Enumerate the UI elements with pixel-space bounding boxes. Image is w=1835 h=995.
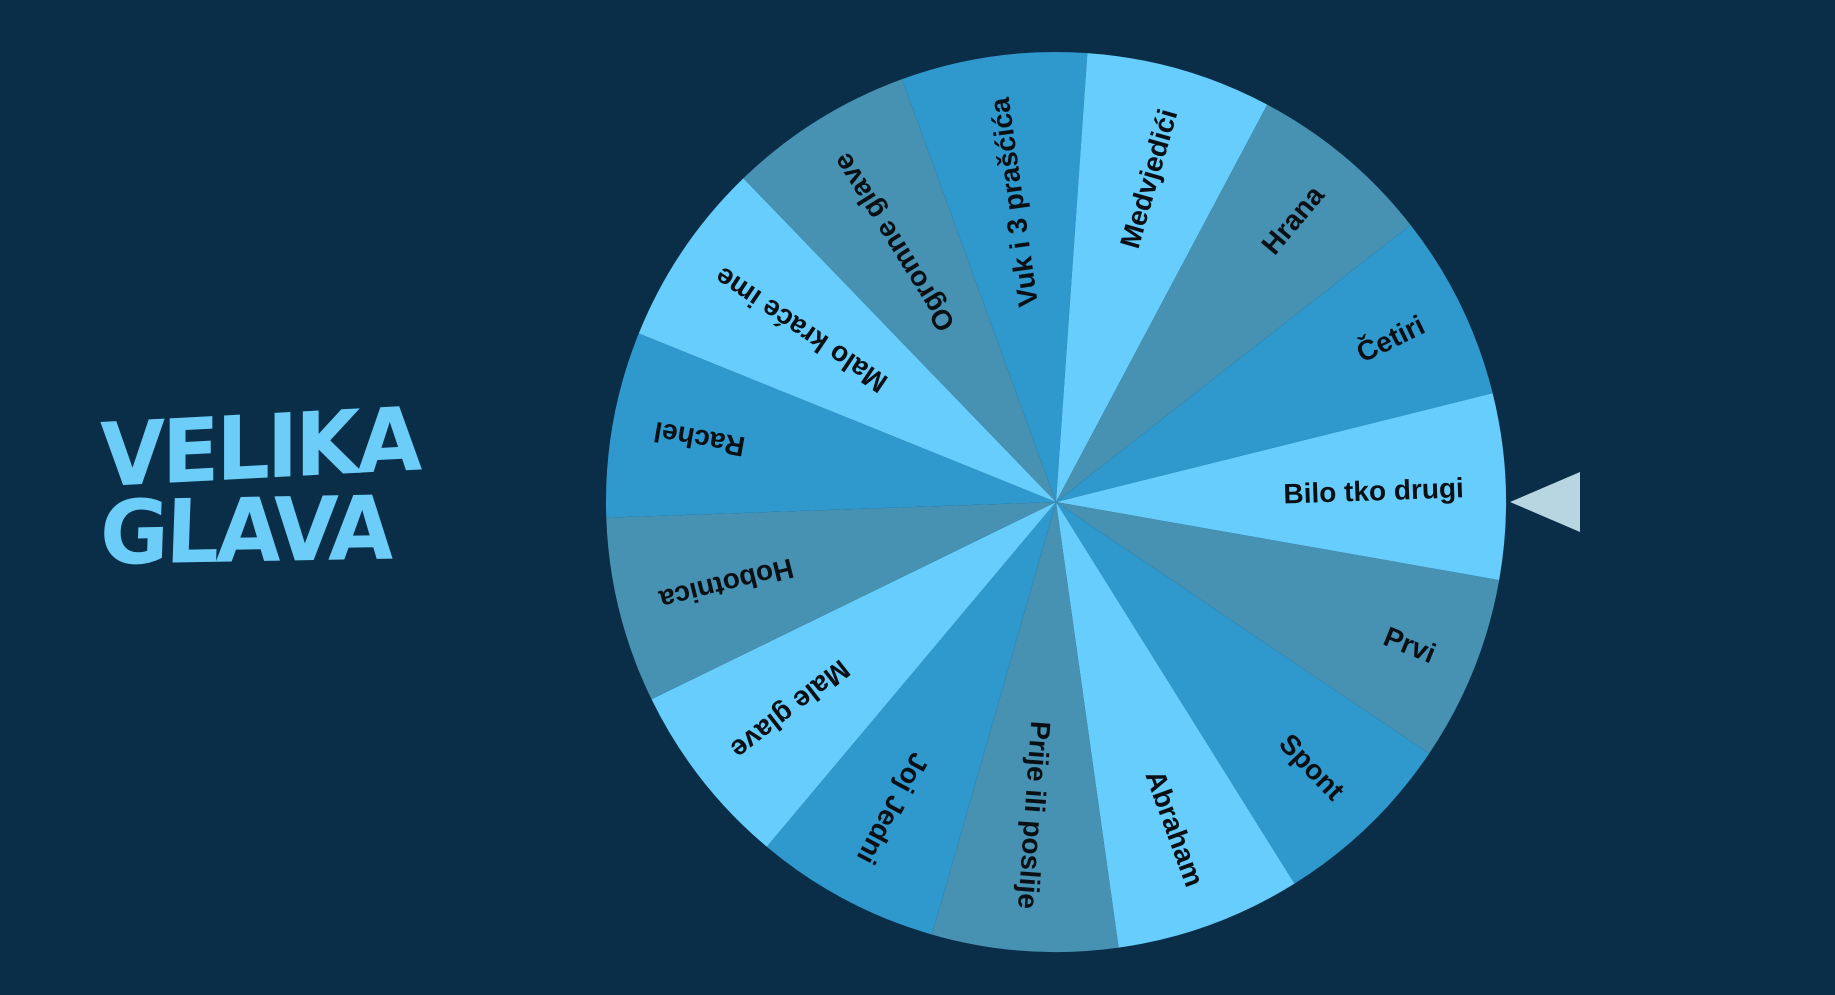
wheel-segment[interactable]	[931, 502, 1119, 953]
wheel-segment[interactable]	[766, 502, 1056, 935]
wheel-segment[interactable]	[606, 502, 1056, 700]
wheel-segment[interactable]	[902, 51, 1088, 502]
wheel-segment[interactable]	[1056, 502, 1295, 948]
wheel-segment[interactable]	[638, 178, 1056, 502]
wheel-segment[interactable]	[606, 333, 1056, 518]
wheel-segment[interactable]	[1056, 104, 1411, 502]
wheel-pointer-icon	[1510, 472, 1580, 532]
wheel-segment[interactable]	[1056, 393, 1506, 581]
wheel-segment[interactable]	[1056, 53, 1268, 502]
wheel-segment[interactable]	[1056, 224, 1493, 502]
wheel-segment[interactable]	[1056, 502, 1500, 754]
wheel-segment-label: Bilo tko drugi	[1283, 472, 1464, 509]
wheel-segment[interactable]	[1056, 502, 1430, 884]
wheel-segment[interactable]	[651, 502, 1056, 847]
wheel-segment[interactable]	[743, 79, 1056, 503]
